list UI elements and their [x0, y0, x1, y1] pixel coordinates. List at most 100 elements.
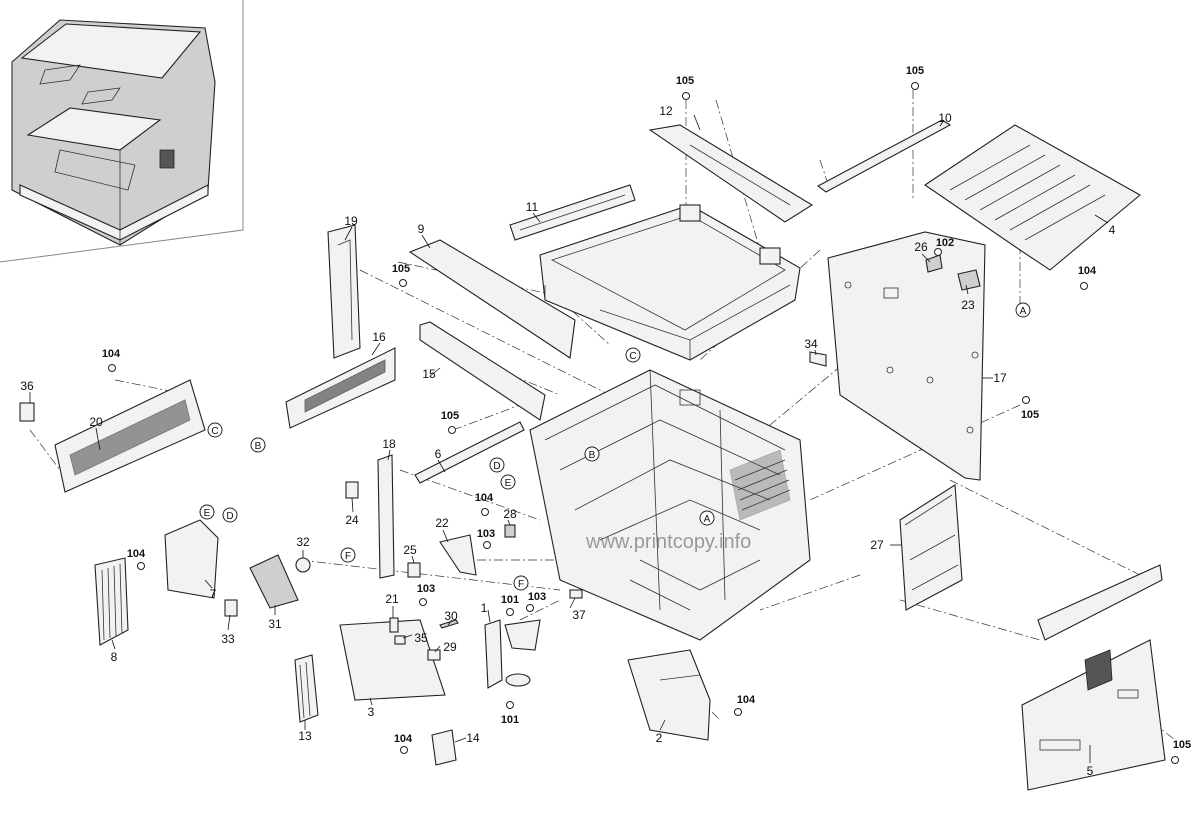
screw-label: 101 [501, 594, 519, 606]
screw-label: 102 [936, 237, 954, 249]
upper-scanner-frame [539, 204, 801, 361]
screw-label: 105 [676, 75, 694, 87]
part-17-side-panel [827, 231, 986, 481]
screw-label: 104 [475, 492, 494, 504]
part-label: 9 [418, 222, 425, 236]
part-14-clip [431, 729, 457, 766]
screw-104 [1080, 282, 1088, 290]
part-label: 35 [414, 631, 428, 645]
part-label: 1 [481, 601, 488, 615]
part-label: 8 [111, 650, 118, 664]
svg-text:D: D [226, 511, 233, 522]
part-31-holder [249, 554, 299, 609]
part-label: 6 [435, 447, 442, 461]
part-label: 17 [993, 371, 1007, 385]
part-label: 28 [503, 507, 517, 521]
part-27-control-board [899, 484, 963, 611]
screw-label: 104 [102, 348, 121, 360]
part-label: 16 [372, 330, 386, 344]
screw-101 [506, 608, 514, 616]
part-34-bracket [809, 351, 827, 367]
screw-label: 103 [417, 583, 435, 595]
part-label: 20 [89, 415, 103, 429]
ref-marker-d: D [489, 457, 505, 473]
svg-text:C: C [629, 351, 636, 362]
part-28-latch [504, 524, 516, 538]
part-label: 29 [443, 640, 457, 654]
ref-marker-d: D [222, 507, 238, 523]
part-label: 37 [572, 608, 586, 622]
part-label: 32 [296, 535, 310, 549]
part-13-grip [294, 654, 319, 723]
screw-label: 105 [392, 263, 410, 275]
part-label: 23 [961, 298, 975, 312]
screw-105 [448, 426, 456, 434]
screw-104 [400, 746, 408, 754]
part-37-block [569, 589, 583, 599]
reference-markers: A A B B C C D D E E F F [199, 302, 1031, 591]
screw-label: 105 [441, 410, 459, 422]
screw-label: 103 [528, 591, 546, 603]
part-label: 22 [435, 516, 449, 530]
ref-marker-c: C [625, 347, 641, 363]
svg-text:F: F [518, 579, 524, 590]
part-label: 10 [938, 111, 952, 125]
screw-103 [483, 541, 491, 549]
ref-marker-a: A [1015, 302, 1031, 318]
part-12-top-plate [648, 124, 814, 223]
part-label: 27 [870, 538, 884, 552]
screw-104 [734, 708, 742, 716]
svg-text:B: B [255, 441, 262, 452]
svg-text:E: E [505, 478, 512, 489]
part-23-connector [957, 269, 981, 291]
part-label: 19 [344, 214, 358, 228]
part-26-small-block [925, 254, 943, 273]
screw-label: 104 [394, 733, 413, 745]
screw-label: 104 [737, 694, 756, 706]
part-2-front-cover [627, 649, 711, 741]
screw-105 [1022, 396, 1030, 404]
part-19-panel [327, 224, 361, 359]
part-8-grip-cover [94, 557, 129, 646]
part-6-bar [414, 421, 525, 484]
screw-104 [137, 562, 145, 570]
small-labels [19, 402, 459, 661]
svg-text:D: D [493, 461, 500, 472]
screw-105 [399, 279, 407, 287]
part-label: 14 [466, 731, 480, 745]
svg-text:F: F [345, 551, 351, 562]
ref-marker-b: B [250, 437, 266, 453]
svg-text:A: A [1020, 306, 1027, 317]
part-label: 25 [403, 543, 417, 557]
part-label: 7 [210, 587, 217, 601]
screw-label: 105 [1173, 739, 1191, 751]
ref-marker-f: F [340, 547, 356, 563]
part-label: 18 [382, 437, 396, 451]
part-label: 15 [422, 367, 436, 381]
part-label: 30 [444, 609, 458, 623]
screw-label: 105 [906, 65, 924, 77]
screw-103 [419, 598, 427, 606]
part-22-lever [439, 534, 477, 576]
part-9-front-cover-upper [408, 239, 576, 359]
part-label: 11 [526, 200, 539, 214]
screws [108, 82, 1179, 764]
part-20-side-grille [54, 379, 206, 493]
part-label: 21 [385, 592, 399, 606]
screw-label: 101 [501, 714, 519, 726]
leader-lines [29, 114, 1109, 763]
part-label: 13 [298, 729, 312, 743]
copier-overview-illustration [11, 19, 216, 246]
part-4-output-tray [924, 124, 1141, 271]
ref-marker-e: E [199, 504, 215, 520]
part-10-rail [816, 119, 952, 193]
screw-102 [934, 248, 942, 256]
part-5-rear-cover [1021, 564, 1166, 791]
screw-105 [682, 92, 690, 100]
svg-text:E: E [204, 508, 211, 519]
svg-text:B: B [589, 450, 596, 461]
screw-105 [911, 82, 919, 90]
part-label: 3 [368, 705, 375, 719]
part-label: 36 [20, 379, 34, 393]
